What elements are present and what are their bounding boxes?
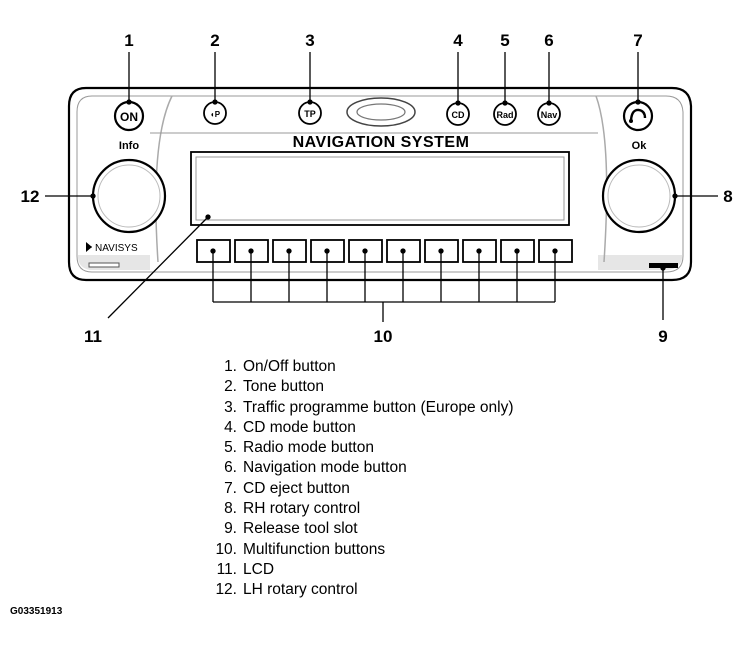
legend-number: 9. bbox=[224, 520, 237, 538]
ok-label: Ok bbox=[632, 140, 648, 152]
callout-6: 6 bbox=[544, 31, 553, 50]
legend-number: 2. bbox=[224, 378, 237, 396]
legend-text: On/Off button bbox=[243, 358, 336, 375]
left-bezel-curve bbox=[155, 95, 173, 263]
leader-lines bbox=[45, 52, 718, 322]
rad-button-label: Rad bbox=[496, 110, 513, 120]
legend-text: Radio mode button bbox=[243, 439, 374, 457]
legend-text: Traffic programme button (Europe only) bbox=[243, 398, 514, 416]
on-off-button-label: ON bbox=[120, 110, 138, 124]
brand-label: NAVISYS bbox=[95, 243, 138, 254]
legend-number: 6. bbox=[224, 459, 237, 477]
legend-text: LH rotary control bbox=[243, 581, 358, 599]
callout-3: 3 bbox=[305, 31, 314, 50]
rad-button[interactable]: Rad bbox=[493, 102, 517, 126]
legend-text: CD mode button bbox=[243, 418, 356, 436]
legend-number: 8. bbox=[224, 500, 237, 518]
legend-list: 1. On/Off button 2. Tone button 3. Traffic … bbox=[203, 357, 514, 601]
callout-10: 10 bbox=[374, 327, 393, 346]
legend-number: 1. bbox=[224, 358, 237, 375]
callout-12: 12 bbox=[21, 187, 40, 206]
lcd-screen bbox=[190, 151, 570, 226]
lcd-inner-border bbox=[195, 156, 565, 221]
legend-number: 3. bbox=[224, 398, 237, 416]
callout-4: 4 bbox=[453, 31, 463, 50]
right-bezel-curve bbox=[595, 95, 608, 263]
legend-number: 10. bbox=[215, 540, 237, 558]
callout-1: 1 bbox=[124, 31, 133, 50]
legend-item: 6. Navigation mode button bbox=[203, 458, 514, 478]
nav-button-label: Nav bbox=[541, 110, 558, 120]
eject-icon bbox=[629, 108, 647, 121]
tp-button[interactable]: TP bbox=[298, 101, 322, 125]
left-indicator-slot bbox=[88, 262, 120, 268]
figure-code: G03351913 bbox=[10, 606, 63, 617]
callout-5: 5 bbox=[500, 31, 509, 50]
legend-item: 3. Traffic programme button (Europe only) bbox=[203, 398, 514, 418]
callout-8: 8 bbox=[723, 187, 732, 206]
legend-item: 10. Multifunction buttons bbox=[203, 540, 514, 560]
lh-rotary-control[interactable] bbox=[91, 158, 167, 234]
callout-9: 9 bbox=[658, 327, 667, 346]
legend-item: 5. Radio mode button bbox=[203, 438, 514, 458]
navisys-logo: NAVISYS bbox=[86, 242, 138, 254]
legend-item: 2. Tone button bbox=[203, 377, 514, 397]
legend-text: Release tool slot bbox=[243, 520, 358, 538]
cd-eject-button[interactable] bbox=[622, 100, 654, 132]
legend-number: 4. bbox=[224, 418, 237, 436]
legend-text: Tone button bbox=[243, 378, 325, 396]
cd-button[interactable]: CD bbox=[446, 102, 470, 126]
legend-item: 1. On/Off button bbox=[203, 357, 514, 377]
legend-text: Multifunction buttons bbox=[243, 540, 386, 558]
callout-7: 7 bbox=[633, 31, 642, 50]
legend-text: CD eject button bbox=[243, 479, 350, 497]
legend-number: 5. bbox=[224, 439, 237, 457]
tone-button[interactable]: ◖P bbox=[203, 101, 227, 125]
legend-item: 8. RH rotary control bbox=[203, 499, 514, 519]
legend-item: 4. CD mode button bbox=[203, 418, 514, 438]
legend-number: 11. bbox=[216, 560, 237, 578]
info-label: Info bbox=[119, 140, 139, 152]
legend-text: RH rotary control bbox=[243, 500, 361, 518]
on-off-button[interactable]: ON bbox=[113, 100, 145, 132]
emblem-icon bbox=[346, 97, 416, 127]
legend-number: 7. bbox=[224, 479, 237, 497]
nav-button[interactable]: Nav bbox=[537, 102, 561, 126]
callout-2: 2 bbox=[210, 31, 219, 50]
legend-text: LCD bbox=[243, 560, 275, 578]
legend-item: 12. LH rotary control bbox=[203, 580, 514, 600]
legend-item: 11. LCD bbox=[203, 560, 514, 580]
legend-item: 9. Release tool slot bbox=[203, 519, 514, 539]
tone-icon: ◖P bbox=[210, 110, 221, 119]
callout-11: 11 bbox=[84, 327, 102, 346]
faceplate-inner-outline bbox=[76, 95, 684, 273]
rh-rotary-control[interactable] bbox=[601, 158, 677, 234]
cd-button-label: CD bbox=[452, 110, 465, 120]
legend-number: 12. bbox=[215, 581, 237, 599]
legend-text: Navigation mode button bbox=[243, 459, 407, 477]
unit-title: NAVIGATION SYSTEM bbox=[293, 134, 470, 151]
tp-button-label: TP bbox=[304, 109, 316, 119]
legend-item: 7. CD eject button bbox=[203, 479, 514, 499]
